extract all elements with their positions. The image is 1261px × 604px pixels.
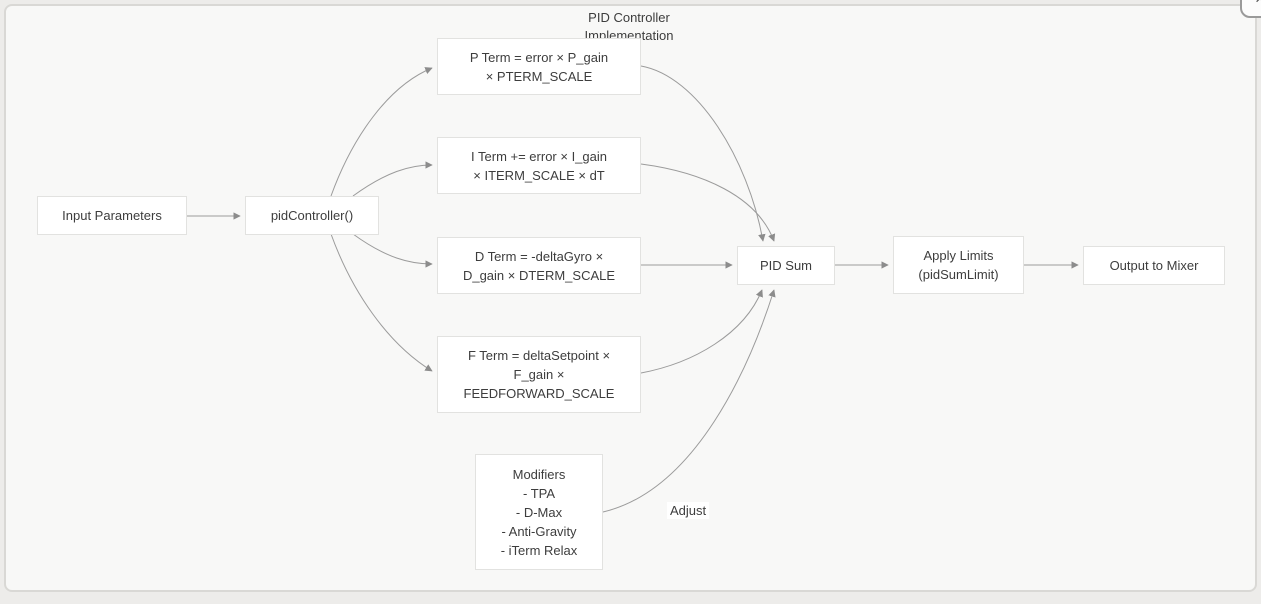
node-label-line2: × ITERM_SCALE × dT [473, 167, 605, 183]
node-label: pidController() [270, 208, 354, 223]
node-label-line3: FEEDFORWARD_SCALE [463, 386, 615, 401]
node-label-line5: - iTerm Relax [500, 542, 578, 558]
diagram-title-line1: PID Controller [588, 10, 670, 25]
node-label-line1: Modifiers [512, 466, 566, 482]
node-label-line2: - TPA [522, 485, 556, 501]
node-d-term: D Term = -deltaGyro × D_gain × DTERM_SCA… [437, 237, 641, 294]
node-pid-sum: PID Sum [737, 246, 835, 285]
node-input-parameters: Input Parameters [37, 196, 187, 235]
node-label-line1: F Term = deltaSetpoint × [467, 348, 611, 363]
node-label-line2: F_gain × [513, 367, 565, 382]
node-p-term: P Term = error × P_gain × PTERM_SCALE [437, 38, 641, 95]
close-icon: × [1255, 0, 1261, 9]
close-button[interactable]: × [1240, 0, 1261, 18]
node-label: PID Sum [759, 258, 812, 273]
node-label-line1: Apply Limits [923, 248, 994, 263]
node-label-line4: - Anti-Gravity [501, 523, 577, 539]
node-label-line2: D_gain × DTERM_SCALE [462, 267, 616, 283]
node-label-line1: I Term += error × I_gain [471, 148, 607, 164]
edge-label-adjust: Adjust [667, 502, 710, 519]
node-label-line1: D Term = -deltaGyro × [474, 248, 604, 264]
node-label-line1: P Term = error × P_gain [469, 49, 609, 65]
node-pid-controller: pidController() [245, 196, 379, 235]
node-label-line3: - D-Max [515, 504, 563, 520]
node-f-term: F Term = deltaSetpoint × F_gain × FEEDFO… [437, 336, 641, 413]
node-label: Input Parameters [62, 208, 162, 223]
node-label-line2: × PTERM_SCALE [485, 68, 593, 84]
node-output-to-mixer: Output to Mixer [1083, 246, 1225, 285]
node-i-term: I Term += error × I_gain × ITERM_SCALE ×… [437, 137, 641, 194]
node-label: Output to Mixer [1109, 258, 1199, 273]
node-modifiers: Modifiers - TPA - D-Max - Anti-Gravity -… [475, 454, 603, 570]
node-label-line2: (pidSumLimit) [918, 267, 999, 282]
node-apply-limits: Apply Limits (pidSumLimit) [893, 236, 1024, 294]
